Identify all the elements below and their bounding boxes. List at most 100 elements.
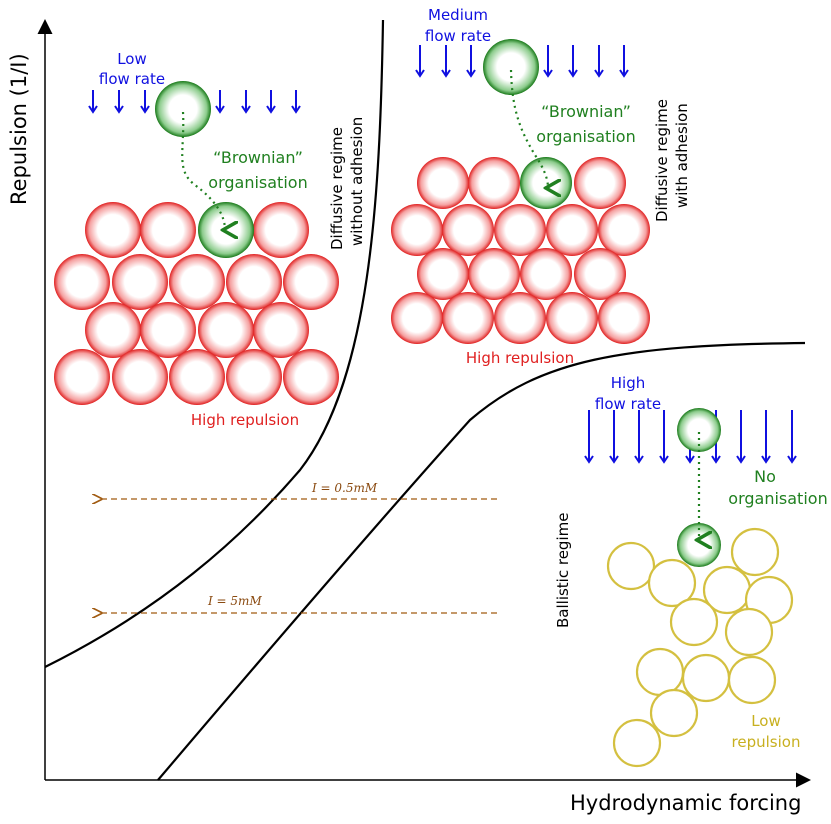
high-repulsion-label-1: Low — [751, 712, 781, 730]
regime-label-diffusive-adhesion: Diffusive regime with adhesion — [653, 99, 691, 222]
repulsive-particle — [494, 204, 546, 256]
svg-text:Ballistic regime: Ballistic regime — [554, 513, 572, 628]
repulsive-particle — [85, 302, 141, 358]
repulsive-particle — [442, 204, 494, 256]
flow-arrow — [266, 90, 276, 114]
flow-arrow — [787, 410, 797, 464]
repulsive-particle — [253, 302, 309, 358]
repulsive-particle — [574, 248, 626, 300]
flow-arrow — [761, 410, 771, 464]
low-repulsion-particle — [647, 558, 697, 608]
repulsive-particle — [198, 302, 254, 358]
repulsive-particle — [112, 349, 168, 405]
high-org-label-1: No — [754, 467, 776, 486]
repulsive-particle — [468, 157, 520, 209]
y-axis-label: Repulsion (1/I) — [7, 53, 31, 205]
axes — [37, 19, 811, 788]
repulsive-particle — [112, 254, 168, 310]
repulsive-particle — [598, 292, 650, 344]
high-flow-label-2: flow rate — [595, 395, 661, 413]
flow-arrow — [291, 90, 301, 114]
repulsive-particle — [226, 254, 282, 310]
repulsive-particle — [253, 202, 309, 258]
repulsive-particle — [54, 349, 110, 405]
low-tracked-particle-top — [155, 81, 211, 137]
flow-arrow — [88, 90, 98, 114]
ionic-strength-low-line: I = 5mM — [100, 594, 497, 613]
low-flow-label-1: Low — [117, 50, 147, 68]
medium-tracked-particle-top — [483, 39, 539, 95]
flow-arrow — [543, 45, 553, 78]
flow-arrow — [584, 410, 594, 464]
repulsive-particle — [391, 204, 443, 256]
flow-arrow — [659, 410, 669, 464]
repulsive-particle — [494, 292, 546, 344]
low-repulsion-particle — [724, 607, 774, 657]
repulsive-particle — [417, 248, 469, 300]
flow-arrow — [140, 90, 150, 114]
repulsive-particle — [391, 292, 443, 344]
repulsive-particle — [140, 202, 196, 258]
low-flow-label-2: flow rate — [99, 70, 165, 88]
flow-arrow — [609, 410, 619, 464]
repulsive-particle — [468, 248, 520, 300]
svg-text:Diffusive regime: Diffusive regime — [328, 127, 346, 250]
medium-flow-label-2: flow rate — [425, 27, 491, 45]
regime-label-diffusive-no-adhesion: Diffusive regime without adhesion — [328, 117, 366, 250]
high-particle-cluster — [606, 523, 794, 768]
svg-text:with adhesion: with adhesion — [673, 103, 691, 208]
flow-arrow — [568, 45, 578, 78]
high-repulsion-label-2: repulsion — [732, 733, 801, 751]
low-org-label-1: “Brownian” — [213, 148, 303, 167]
medium-repulsion-label: High repulsion — [466, 349, 574, 367]
repulsive-particle — [546, 292, 598, 344]
ionic-strength-high-line: I = 0.5mM — [100, 481, 497, 499]
flow-arrow — [634, 410, 644, 464]
panel-high-flow: High flow rate No organisation Low repul… — [584, 374, 828, 768]
flow-arrow — [241, 90, 251, 114]
regime-label-ballistic: Ballistic regime — [554, 513, 572, 628]
panel-low-flow: Low flow rate “Brownian” organisation Hi… — [54, 50, 339, 429]
ionic-low-label: I = 5mM — [207, 594, 262, 608]
svg-text:Diffusive regime: Diffusive regime — [653, 99, 671, 222]
repulsive-particle — [226, 349, 282, 405]
flow-arrow — [441, 45, 451, 78]
repulsive-particle — [169, 254, 225, 310]
repulsive-particle — [85, 202, 141, 258]
repulsive-particle — [520, 248, 572, 300]
low-repulsion-particle — [669, 597, 719, 647]
medium-flow-label-1: Medium — [428, 6, 488, 24]
panel-medium-flow: Medium flow rate “Brownian” organisation… — [391, 6, 650, 367]
flow-arrow — [114, 90, 124, 114]
flow-arrow — [466, 45, 476, 78]
medium-particle-stack — [391, 157, 650, 344]
low-flow-arrows — [88, 90, 301, 114]
svg-text:without adhesion: without adhesion — [348, 117, 366, 246]
low-org-label-2: organisation — [208, 173, 307, 192]
medium-org-label-2: organisation — [536, 127, 635, 146]
repulsive-particle — [54, 254, 110, 310]
tracked-particle-bottom — [520, 157, 572, 209]
boundary-curve-ballistic — [157, 341, 806, 781]
boundary-curve-diffusive — [44, 19, 385, 668]
low-repulsion-particle — [606, 541, 656, 591]
repulsive-particle — [169, 349, 225, 405]
flow-arrow — [415, 45, 425, 78]
ionic-high-label: I = 0.5mM — [311, 481, 378, 495]
high-org-label-2: organisation — [728, 489, 827, 508]
repulsive-particle — [417, 157, 469, 209]
repulsive-particle — [546, 204, 598, 256]
repulsive-particle — [283, 254, 339, 310]
flow-arrow — [215, 90, 225, 114]
low-particle-stack — [54, 202, 339, 405]
medium-flow-arrows — [415, 45, 629, 78]
medium-org-label-1: “Brownian” — [541, 102, 631, 121]
repulsive-particle — [598, 204, 650, 256]
flow-arrow — [619, 45, 629, 78]
repulsive-particle — [442, 292, 494, 344]
low-repulsion-label: High repulsion — [191, 411, 299, 429]
flow-arrow — [594, 45, 604, 78]
repulsive-particle — [283, 349, 339, 405]
high-flow-label-1: High — [611, 374, 645, 392]
